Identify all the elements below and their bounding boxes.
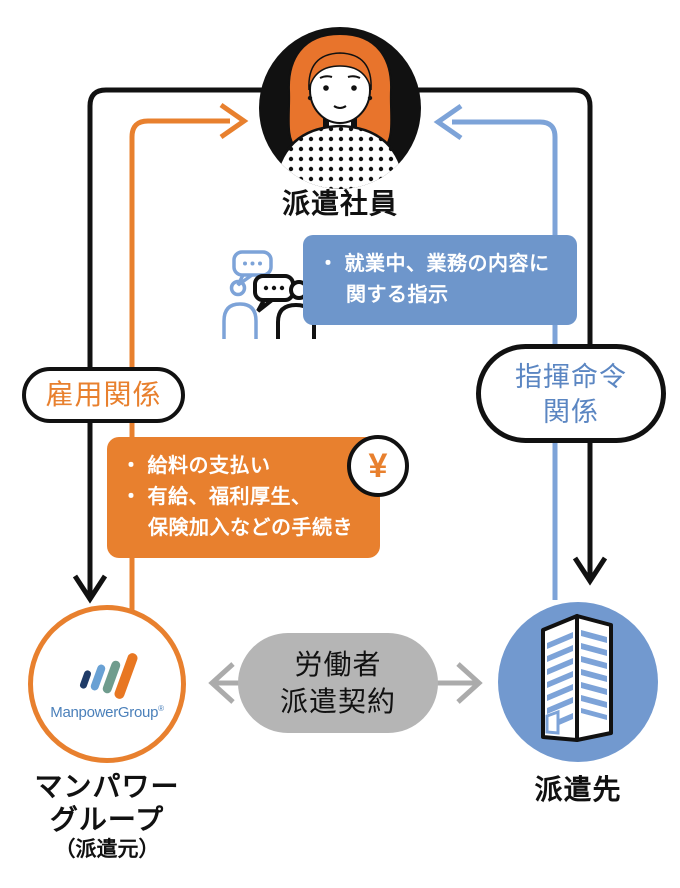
contract-pill: 労働者 派遣契約 xyxy=(238,633,438,733)
registered-mark: ® xyxy=(158,703,164,713)
client-to-worker-arrow xyxy=(433,103,558,600)
agency-logo-text: ManpowerGroup® xyxy=(50,703,164,721)
woman-avatar-icon xyxy=(259,27,421,189)
manpowergroup-logo xyxy=(79,652,138,699)
contract-line2: 派遣契約 xyxy=(279,686,396,717)
instruction-callout: ・ 就業中、業務の内容に 関する指示 xyxy=(303,235,577,325)
payment-line3: 保険加入などの手続き xyxy=(148,517,353,539)
payment-line2: ・ 有給、福利厚生、 xyxy=(121,486,312,508)
people-chat-icon xyxy=(222,250,316,339)
payment-line1: ・ 給料の支払い xyxy=(121,455,271,477)
agency-node: ManpowerGroup® xyxy=(28,605,186,763)
office-building-icon xyxy=(541,614,613,742)
yen-icon: ¥ xyxy=(347,435,409,497)
agency-label: マンパワー グループ （派遣元） xyxy=(12,770,202,863)
agency-to-worker-arrow xyxy=(129,102,249,612)
agency-sublabel: （派遣元） xyxy=(54,838,160,861)
agency-label-line1: マンパワー xyxy=(34,771,180,802)
employment-relation-pill: 雇用関係 xyxy=(22,367,185,423)
payment-callout: ・ 給料の支払い ・ 有給、福利厚生、 保険加入などの手続き xyxy=(107,437,380,558)
command-relation-line1: 指揮命令 xyxy=(515,362,627,392)
worker-node xyxy=(258,26,422,190)
instruction-line1: ・ 就業中、業務の内容に xyxy=(318,253,550,275)
command-relation-pill: 指揮命令 関係 xyxy=(476,344,666,443)
instruction-line2: 関する指示 xyxy=(346,284,449,306)
agency-label-line2: グループ xyxy=(49,804,165,835)
worker-to-agency-arrow xyxy=(72,87,262,604)
contract-line1: 労働者 xyxy=(294,649,382,680)
worker-to-client-arrow xyxy=(418,87,608,586)
command-relation-line2: 関係 xyxy=(543,397,599,427)
client-label: 派遣先 xyxy=(534,774,622,805)
worker-label: 派遣社員 xyxy=(281,188,398,219)
